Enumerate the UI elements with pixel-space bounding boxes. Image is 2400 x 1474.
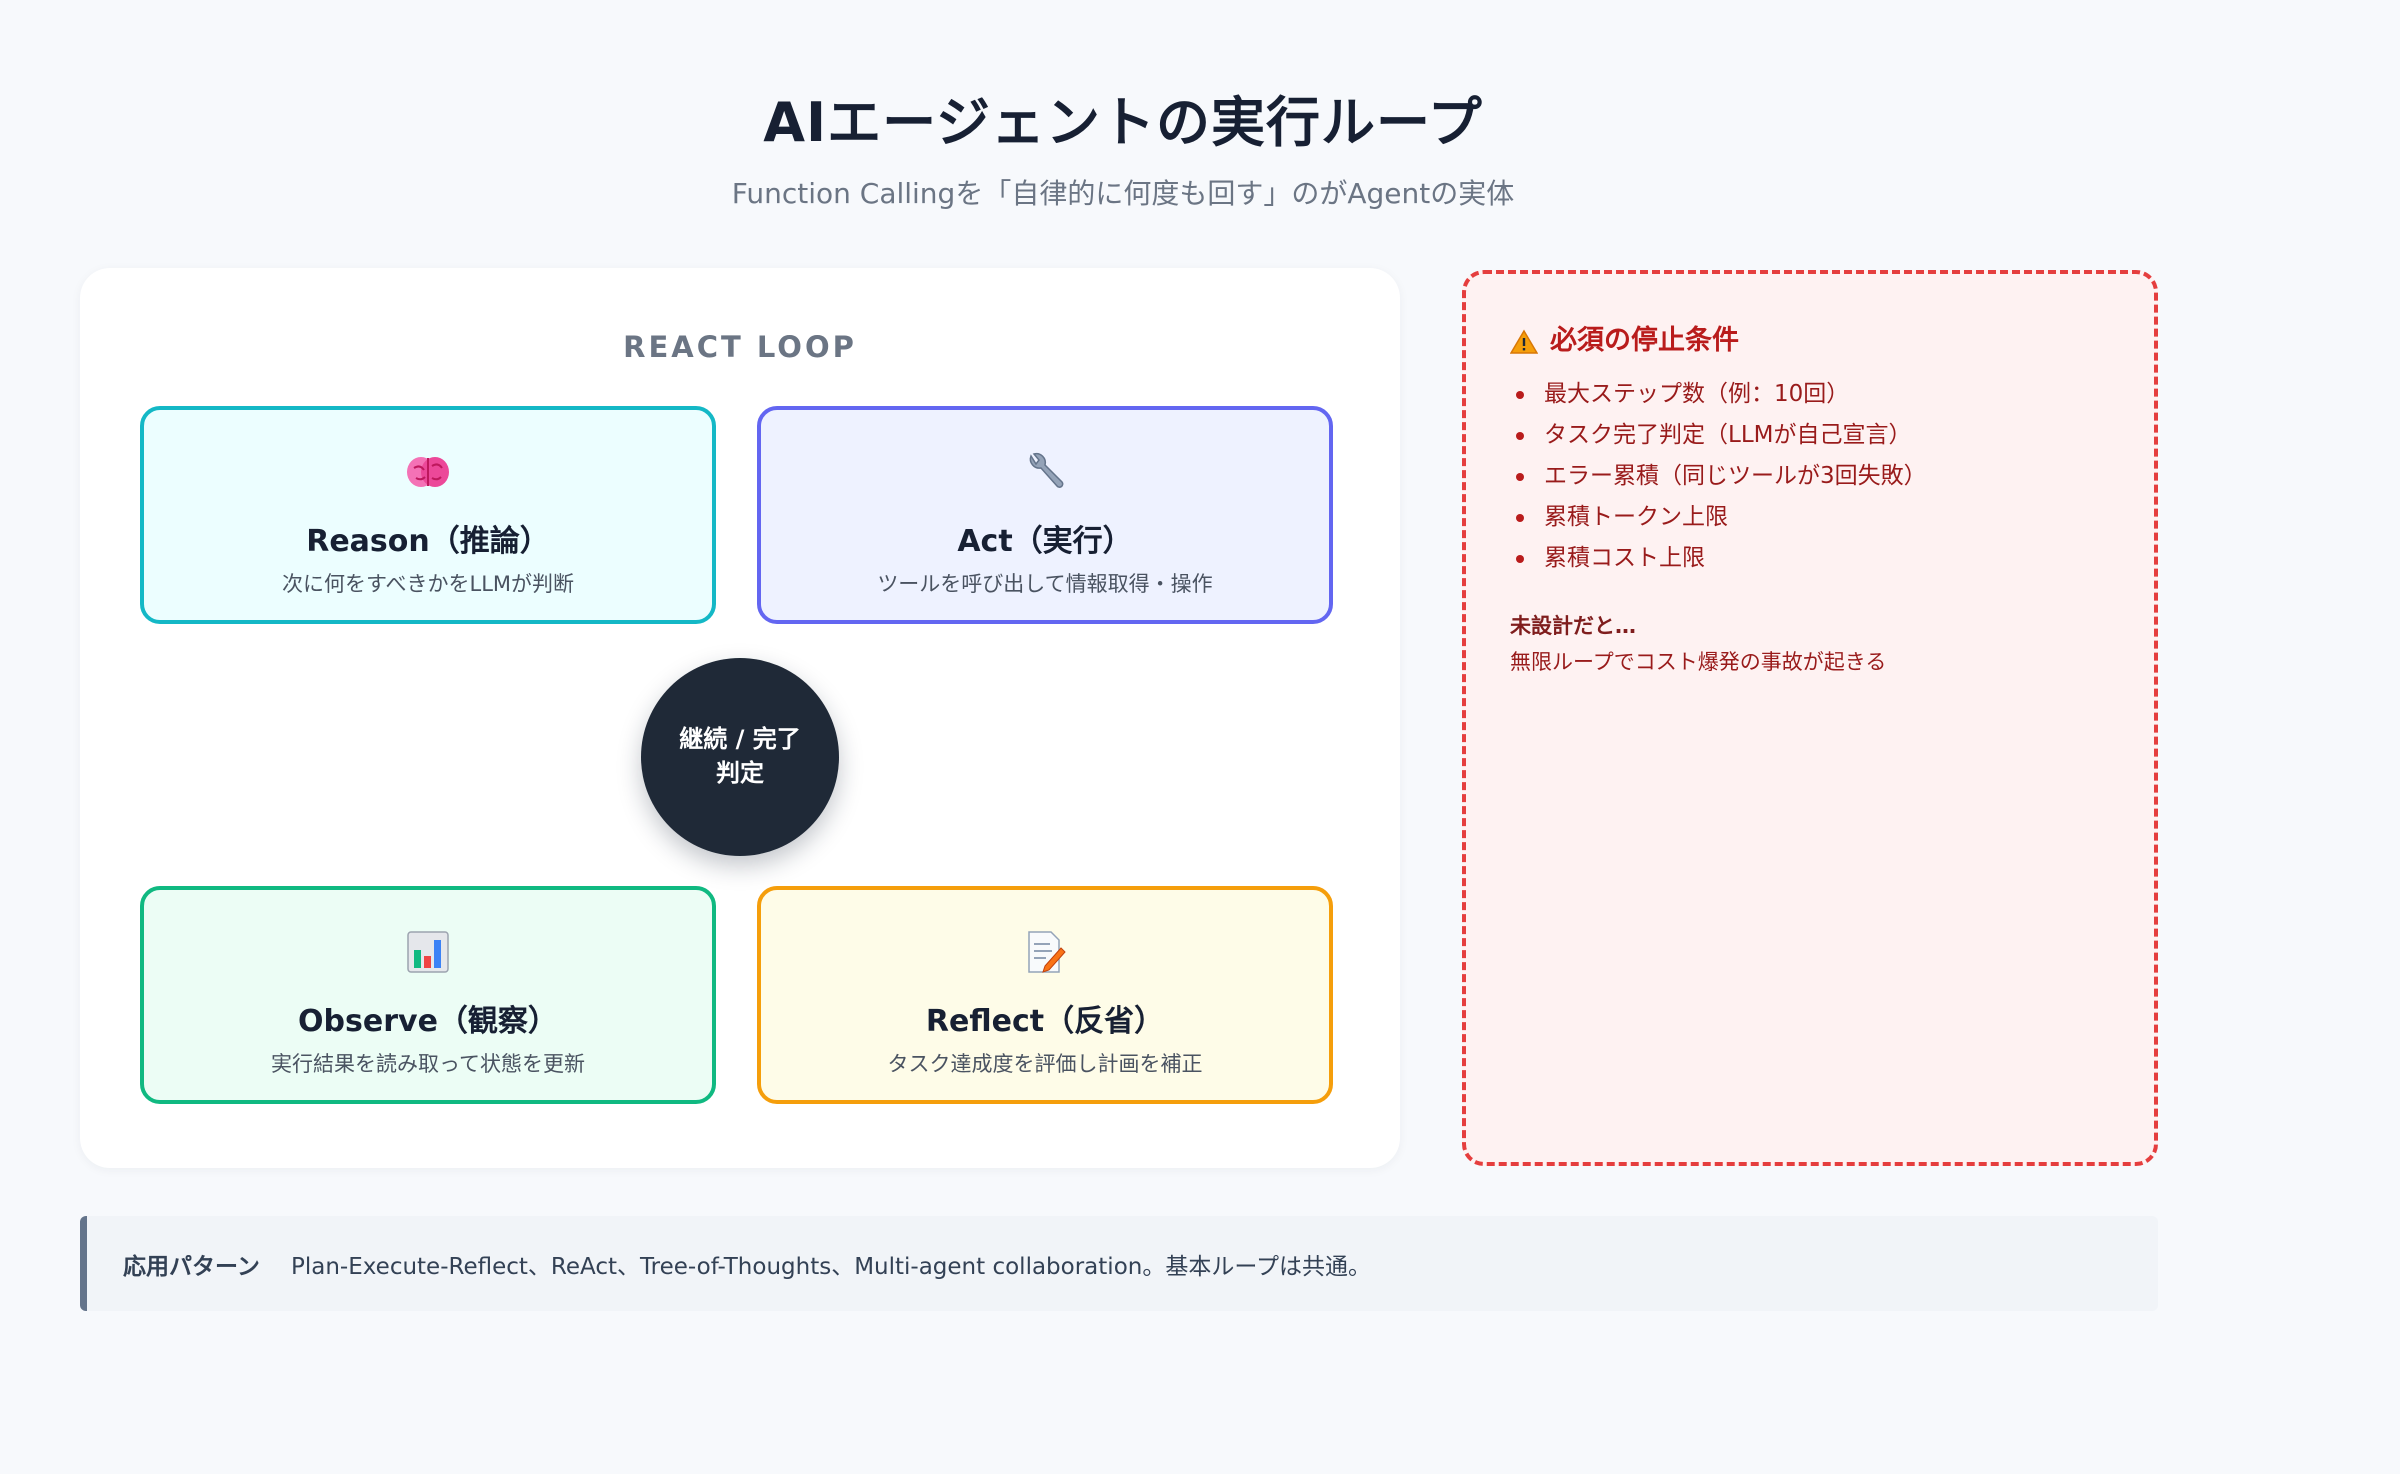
continue-complete-hub: 継続 / 完了 判定 <box>641 658 839 856</box>
page-subtitle: Function Callingを「自律的に何度も回す」のがAgentの実体 <box>731 177 1515 210</box>
list-item: エラー累積（同じツールが3回失敗） <box>1510 456 1927 497</box>
step-desc: 次に何をすべきかをLLMが判断 <box>281 572 575 596</box>
list-item: 累積コスト上限 <box>1510 538 1927 579</box>
pattern-label: 応用パターン <box>123 1254 260 1280</box>
list-item: 累積トークン上限 <box>1510 497 1927 538</box>
page-title: AIエージェントの実行ループ <box>763 91 1483 154</box>
step-act: Act（実行） ツールを呼び出して情報取得・操作 <box>757 406 1333 624</box>
pattern-text: Plan-Execute-Reflect、ReAct、Tree-of-Thoug… <box>291 1254 1371 1280</box>
stop-title-text: 必須の停止条件 <box>1550 325 1739 356</box>
step-reason: Reason（推論） 次に何をすべきかをLLMが判断 <box>140 406 716 624</box>
pattern-callout: 応用パターン Plan-Execute-Reflect、ReAct、Tree-o… <box>80 1216 2158 1311</box>
warning-body: 無限ループでコスト爆発の事故が起きる <box>1510 650 1887 674</box>
memo-icon <box>761 926 1329 978</box>
stop-conditions-card: 必須の停止条件 最大ステップ数（例：10回） タスク完了判定（LLMが自己宣言）… <box>1462 270 2158 1166</box>
wrench-icon <box>761 446 1329 498</box>
step-name: Observe（観察） <box>298 1004 558 1039</box>
stop-conditions-title: 必須の停止条件 <box>1509 318 1739 357</box>
stop-conditions-list: 最大ステップ数（例：10回） タスク完了判定（LLMが自己宣言） エラー累積（同… <box>1510 374 1927 579</box>
bar-chart-icon <box>144 926 712 978</box>
step-desc: タスク達成度を評価し計画を補正 <box>887 1052 1203 1076</box>
step-name: Act（実行） <box>957 524 1133 559</box>
step-desc: ツールを呼び出して情報取得・操作 <box>877 572 1213 596</box>
brain-icon <box>144 446 712 498</box>
step-name: Reason（推論） <box>306 524 550 559</box>
hub-label: 継続 / 完了 <box>679 725 801 753</box>
loop-heading: REACT LOOP <box>623 330 857 364</box>
hub-label: 判定 <box>716 759 764 787</box>
step-reflect: Reflect（反省） タスク達成度を評価し計画を補正 <box>757 886 1333 1104</box>
react-loop-card: REACT LOOP Reason（推論） 次に何をすべきかをLLMが判断 Ac… <box>80 268 1400 1168</box>
list-item: 最大ステップ数（例：10回） <box>1510 374 1927 415</box>
warning-icon <box>1509 329 1539 354</box>
warning-heading: 未設計だと… <box>1510 614 1636 638</box>
step-desc: 実行結果を読み取って状態を更新 <box>271 1052 585 1076</box>
list-item: タスク完了判定（LLMが自己宣言） <box>1510 415 1927 456</box>
step-name: Reflect（反省） <box>925 1004 1165 1039</box>
step-observe: Observe（観察） 実行結果を読み取って状態を更新 <box>140 886 716 1104</box>
